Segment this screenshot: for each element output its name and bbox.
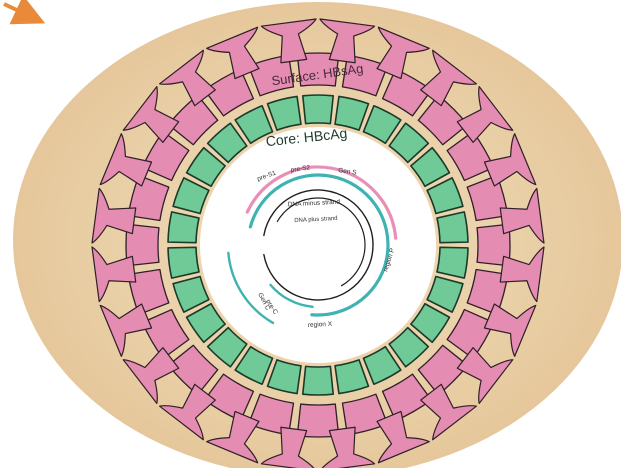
gene-label-region-x: region X [308, 321, 333, 329]
capsid-segment [437, 212, 468, 243]
capsid-segment [437, 247, 468, 278]
capsid-segment [168, 212, 199, 243]
capsid-segment [303, 95, 333, 124]
capsid-segment [303, 366, 333, 395]
capsid-segment [168, 247, 199, 278]
arrow-icon [4, 4, 38, 20]
